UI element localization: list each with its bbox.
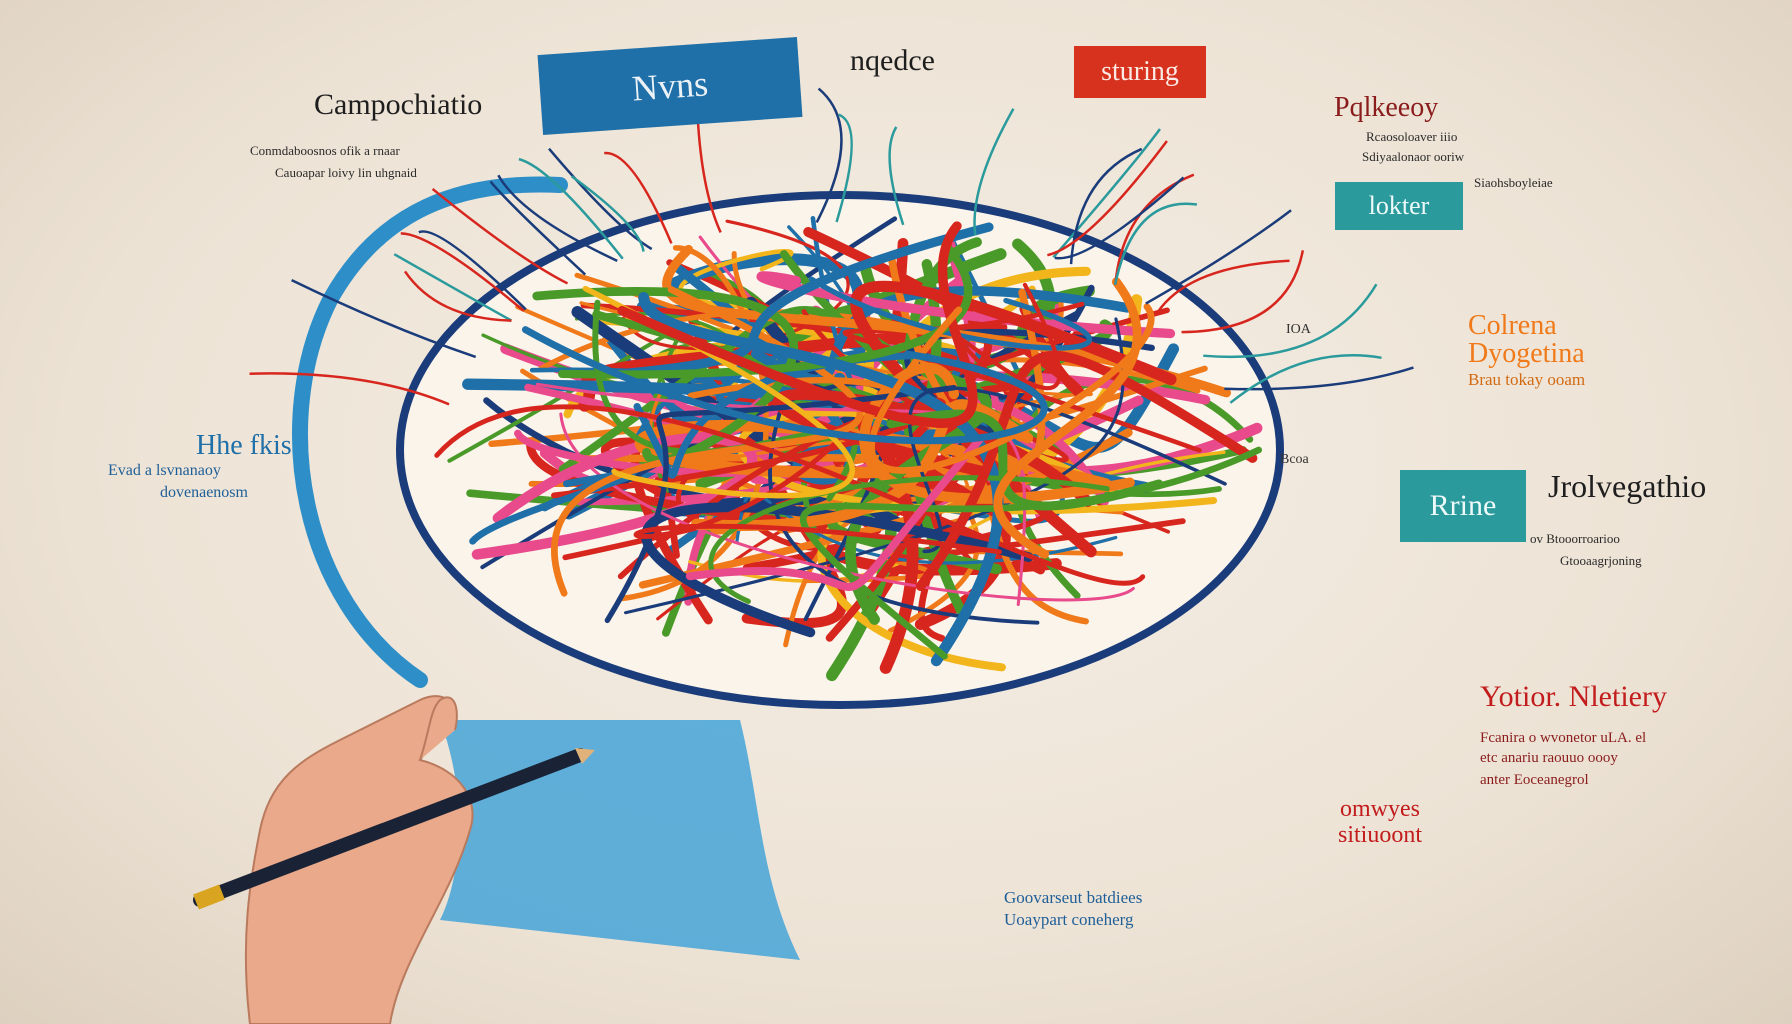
neural-strand <box>604 385 957 624</box>
teal-box-top: lokter <box>1335 182 1463 230</box>
left-blue-title: Hhe fkis <box>196 430 292 461</box>
neural-strand <box>551 286 864 597</box>
neural-strand <box>633 352 914 479</box>
tendril <box>973 108 1015 236</box>
blue-arc <box>292 176 568 688</box>
right-mid-title: Jrolvegathio <box>1548 468 1707 504</box>
top-right-line: Sdiyaalonaor ooriw <box>1362 149 1465 164</box>
right-red-line: anter Eoceanegrol <box>1480 772 1589 788</box>
tendril <box>1052 128 1161 259</box>
hand <box>244 695 474 1024</box>
tendril <box>1145 209 1292 305</box>
right-orange-sub: Brau tokay ooam <box>1468 370 1586 389</box>
top-right-line: Siaohsboyleiae <box>1474 175 1553 190</box>
brain-tiny-label: Bcoa <box>1280 452 1309 467</box>
tendril <box>888 126 905 226</box>
teal-box-top-text: lokter <box>1368 191 1430 220</box>
neural-strand <box>633 438 1002 555</box>
tendrils <box>249 87 1414 406</box>
neural-strand <box>842 301 1202 453</box>
pencil-tip <box>575 748 595 764</box>
neural-strand <box>558 240 973 379</box>
orange-line: Colrena <box>1468 310 1557 341</box>
tendril <box>1181 250 1305 334</box>
tendril <box>815 87 843 223</box>
red-box: sturing <box>1074 46 1206 98</box>
tendril <box>1054 176 1185 260</box>
right-mid-line: Gtooaagrjoning <box>1560 553 1642 568</box>
neural-strand <box>582 285 855 499</box>
tendril <box>1156 259 1290 313</box>
tendril <box>1203 283 1378 359</box>
top-left-line: Cauoapar loivy lin uhgnaid <box>275 165 417 180</box>
neural-strand <box>434 404 1146 586</box>
brain-stem <box>440 720 800 960</box>
left-blue-line: Evad a lsvnanaoy <box>108 462 221 479</box>
tendril <box>1113 202 1198 286</box>
neural-strand <box>685 435 984 591</box>
orange-line: Dyogetina <box>1468 338 1585 369</box>
tendril <box>1229 354 1382 404</box>
top-center-label: nqedce <box>850 44 935 77</box>
brain-tiny-label: IOA <box>1286 322 1311 337</box>
teal-box-mid: Rrine <box>1400 470 1526 542</box>
neural-strand <box>621 219 850 351</box>
tendril <box>403 270 512 322</box>
tendril <box>835 113 853 223</box>
tendril <box>571 175 645 252</box>
right-mid-line: ov Btooorroarioo <box>1530 531 1620 546</box>
top-right-line: Rcaosoloaver iiio <box>1366 129 1458 144</box>
tendril <box>418 230 527 311</box>
tendril <box>431 187 569 285</box>
top-left-line: Conmdaboosnos ofik a rnaar <box>250 143 400 158</box>
neural-strand <box>808 276 1093 351</box>
teal-box-mid-text: Rrine <box>1429 489 1497 522</box>
tendril <box>489 180 587 276</box>
top-left-title: Campochiatio <box>314 88 483 121</box>
neural-strand <box>614 222 994 379</box>
neural-strand <box>638 291 1004 667</box>
bottom-blue-line: Uoaypart coneherg <box>1004 910 1134 929</box>
top-right-title: Pqlkeeoy <box>1334 92 1439 123</box>
finger <box>419 696 458 761</box>
right-red-line: Fcanira o wvonetor uLA. el <box>1480 730 1647 746</box>
right-red-line: etc anariu raouuo oooy <box>1480 750 1618 766</box>
pencil-ferrule <box>193 884 225 910</box>
neural-strand <box>915 350 1258 591</box>
pencil-icon <box>193 748 587 907</box>
left-blue-line: dovenaenosm <box>160 484 248 501</box>
hand-holding-pencil <box>193 695 595 1024</box>
tendril <box>291 278 477 359</box>
neural-strand <box>662 244 1231 398</box>
tendril <box>1069 147 1143 265</box>
tendril <box>604 151 673 244</box>
tendril <box>548 147 653 251</box>
banner-text: Nvns <box>630 63 710 109</box>
neural-strand <box>521 326 1048 445</box>
neural-strands <box>434 215 1263 682</box>
neural-strand <box>559 412 1135 602</box>
right-red-title: Yotior. Nletiery <box>1480 680 1667 713</box>
neural-strand <box>993 277 1142 559</box>
tendril <box>497 174 618 262</box>
tendril <box>518 157 624 260</box>
neural-strand <box>617 221 978 429</box>
tendril <box>400 232 525 312</box>
bottom-red-line: sitiuoont <box>1338 822 1423 848</box>
bottom-red-line: omwyes <box>1340 796 1420 822</box>
red-box-text: sturing <box>1101 56 1179 87</box>
tendril <box>1047 140 1168 257</box>
bottom-blue-line: Goovarseut batdiees <box>1004 888 1143 907</box>
tendril <box>393 253 513 322</box>
tendril <box>249 372 450 406</box>
